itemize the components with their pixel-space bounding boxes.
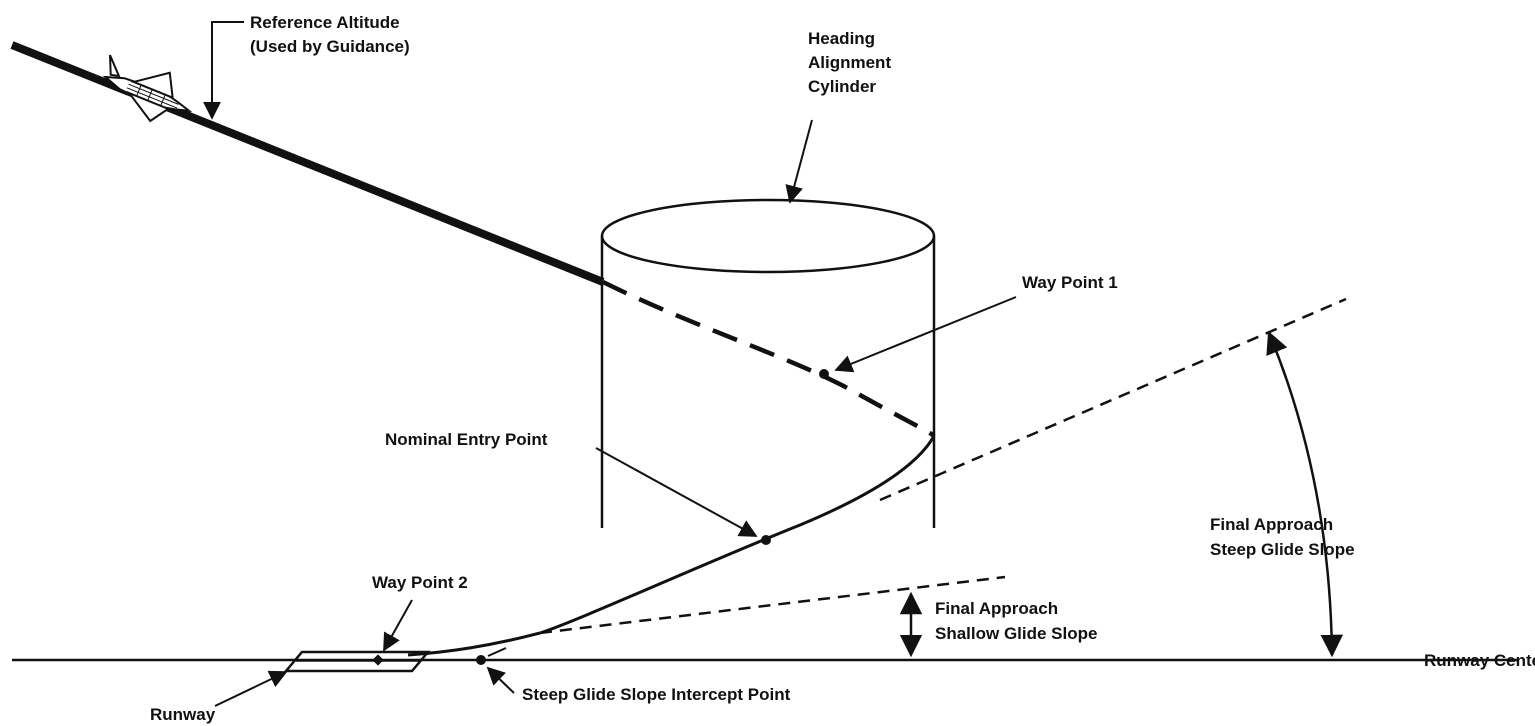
way-point-1-marker <box>819 369 829 379</box>
runway-centerline-label: Runway Centerline <box>1424 651 1535 670</box>
reference-altitude-label-line1: Reference Altitude <box>250 13 400 32</box>
way-point-2-leader <box>383 599 413 652</box>
steep-glide-slope-arc <box>1266 330 1344 658</box>
nominal-entry-point-marker <box>761 535 771 545</box>
steep-intercept-label: Steep Glide Slope Intercept Point <box>522 685 791 704</box>
reference-altitude-leader <box>203 21 244 120</box>
final-approach-shallow-label-line2: Shallow Glide Slope <box>935 624 1097 643</box>
space-shuttle-orbiter-icon <box>102 54 193 123</box>
way-point-2-marker <box>372 654 384 666</box>
runway-outline <box>283 650 431 673</box>
hac-label-line3: Cylinder <box>808 77 876 96</box>
final-approach-steep-label-line2: Steep Glide Slope <box>1210 540 1355 559</box>
nominal-entry-point-leader <box>595 447 758 537</box>
way-point-2-label: Way Point 2 <box>372 573 468 592</box>
hac-leader <box>785 119 813 204</box>
nominal-entry-point-label: Nominal Entry Point <box>385 430 548 449</box>
way-point-1-label: Way Point 1 <box>1022 273 1118 292</box>
shallow-glide-slope-line <box>539 575 1006 635</box>
reference-altitude-label-line2: (Used by Guidance) <box>250 37 410 56</box>
runway-leader <box>214 670 288 707</box>
approach-trajectory <box>539 435 936 635</box>
final-approach-steep-label-line1: Final Approach <box>1210 515 1333 534</box>
reference-altitude-line <box>10 41 605 286</box>
steep-intercept-leader <box>486 666 515 694</box>
steep-intercept-point-marker <box>476 655 486 665</box>
heading-alignment-cylinder <box>600 198 936 528</box>
hac-label-line2: Alignment <box>808 53 891 72</box>
hac-label-line1: Heading <box>808 29 875 48</box>
final-approach-shallow-label-line1: Final Approach <box>935 599 1058 618</box>
hac-back-trajectory <box>602 279 936 438</box>
steep-glide-slope-line <box>879 297 1347 502</box>
runway-label: Runway <box>150 705 216 724</box>
way-point-1-leader <box>834 296 1017 373</box>
shallow-flare-trajectory <box>407 631 541 657</box>
